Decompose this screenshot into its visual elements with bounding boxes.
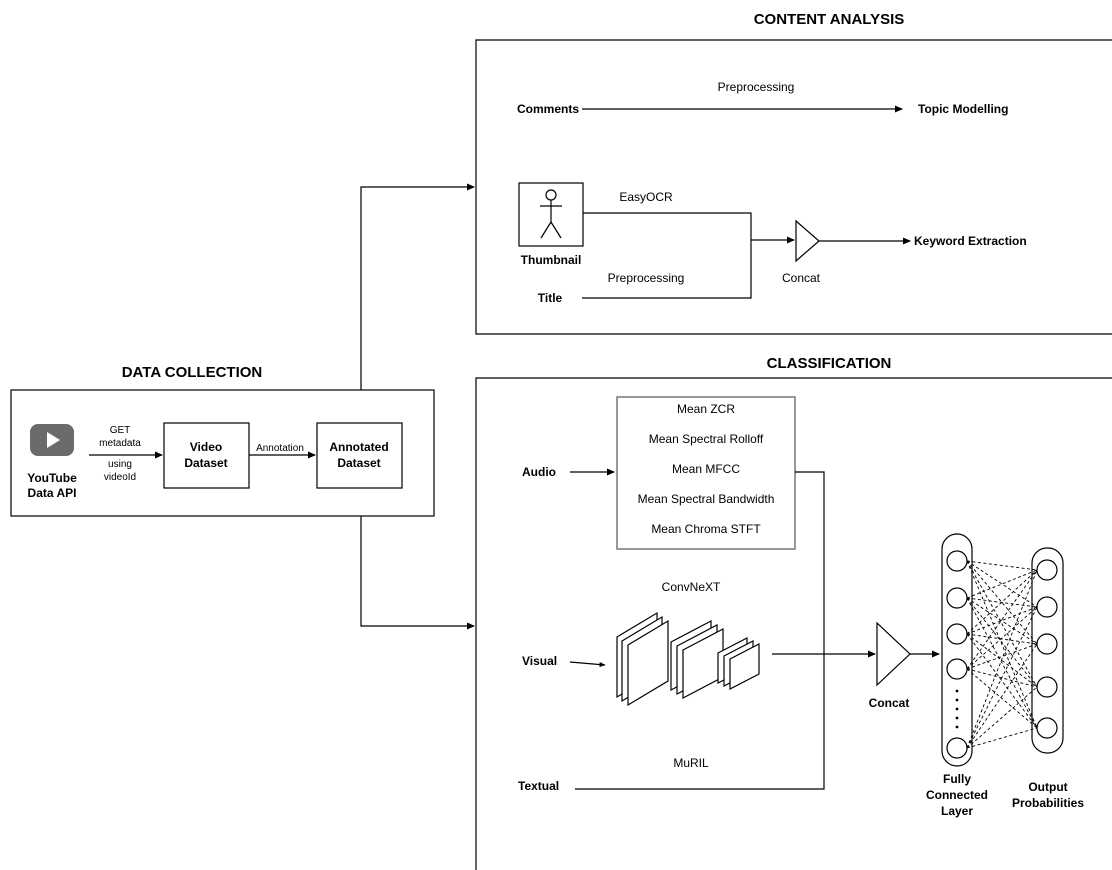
network-connection	[966, 606, 1038, 635]
annotated-dataset-line1: Annotated	[329, 440, 388, 454]
audio-label: Audio	[522, 465, 556, 479]
output-neuron	[1036, 633, 1058, 655]
person-icon	[540, 189, 562, 239]
audio-feature-item: Mean Spectral Bandwidth	[638, 492, 775, 506]
thumbnail-ocr-line	[583, 212, 752, 240]
data-collection-heading: DATA COLLECTION	[122, 364, 263, 381]
keyword-extraction-label: Keyword Extraction	[914, 234, 1027, 248]
network-connection	[966, 560, 1038, 571]
textual-label: Textual	[518, 779, 559, 793]
fc-neuron	[946, 550, 968, 572]
network-nodes	[946, 550, 1058, 759]
to-classification-arrow	[360, 516, 475, 630]
network-connection	[966, 569, 1038, 599]
textual-output-line	[575, 654, 825, 790]
topic-modelling-label: Topic Modelling	[918, 102, 1008, 116]
fc-neuron	[946, 658, 968, 680]
fc-ellipsis-dots	[955, 689, 959, 729]
audio-feature-item: Mean Chroma STFT	[651, 522, 761, 536]
network-connection	[966, 560, 1038, 688]
convnext-feature-maps	[616, 611, 760, 707]
visual-arrow	[569, 661, 606, 668]
classification-panel	[475, 377, 1112, 870]
youtube-source-line2: Data API	[28, 486, 77, 500]
concat-top-triangle	[795, 219, 820, 263]
convnext-label: ConvNeXT	[662, 580, 721, 594]
audio-feature-item: Mean MFCC	[672, 462, 740, 476]
network-connection	[966, 560, 1038, 645]
audio-output-line	[795, 471, 825, 654]
network-connection	[966, 569, 1038, 670]
network-connection	[966, 597, 1038, 645]
visual-label: Visual	[522, 654, 557, 668]
network-connection	[966, 606, 1038, 670]
annotated-dataset-line2: Dataset	[337, 456, 380, 470]
youtube-play-icon	[30, 424, 74, 456]
concat-classification-triangle	[876, 621, 911, 687]
network-connection	[966, 560, 1038, 608]
audio-features-box	[616, 396, 796, 550]
fc-neuron	[946, 623, 968, 645]
classification-heading: CLASSIFICATION	[767, 355, 892, 372]
network-connection	[966, 633, 1038, 688]
output-label-line1: Output	[1028, 780, 1067, 794]
output-neuron	[1036, 559, 1058, 581]
video-dataset-line2: Dataset	[184, 456, 227, 470]
fc-label-line1: Fully	[943, 772, 971, 786]
concat-classification-label: Concat	[869, 696, 910, 710]
concat-top-label: Concat	[782, 271, 821, 285]
network-connection	[966, 560, 1038, 729]
audio-feature-item: Mean ZCR	[677, 402, 735, 416]
network-connection	[966, 643, 1038, 670]
get-label-line2: metadata	[99, 438, 141, 449]
title-line	[582, 240, 752, 299]
easyocr-label: EasyOCR	[619, 190, 673, 204]
content-analysis-heading: CONTENT ANALYSIS	[754, 11, 905, 28]
get-label-line4: videoId	[104, 472, 136, 483]
output-neuron	[1036, 676, 1058, 698]
video-dataset-line1: Video	[190, 440, 222, 454]
network-connection	[966, 597, 1038, 608]
output-neuron	[1036, 717, 1058, 739]
fc-label-line3: Layer	[941, 804, 973, 818]
network-connection	[966, 668, 1038, 729]
network-connection	[966, 727, 1038, 749]
to-content-analysis-arrow	[360, 183, 475, 390]
network-connection	[966, 569, 1038, 749]
annotated-dataset-box	[316, 422, 403, 489]
output-neuron	[1036, 596, 1058, 618]
youtube-source-line1: YouTube	[27, 471, 77, 485]
title-label: Title	[538, 291, 563, 305]
fc-label-line2: Connected	[926, 788, 988, 802]
network-connection	[966, 686, 1038, 749]
audio-feature-item: Mean Spectral Rolloff	[649, 432, 764, 446]
preprocessing-comments-label: Preprocessing	[718, 80, 795, 94]
network-connection	[966, 668, 1038, 688]
network-connection	[966, 633, 1038, 645]
content-analysis-panel	[475, 39, 1112, 335]
network-connection	[966, 643, 1038, 749]
fc-neuron	[946, 737, 968, 759]
video-dataset-box	[163, 422, 250, 489]
network-connection	[966, 569, 1038, 635]
thumbnail-label: Thumbnail	[521, 253, 582, 267]
network-connection	[966, 597, 1038, 688]
preprocessing-title-label: Preprocessing	[608, 271, 685, 285]
annotation-label: Annotation	[256, 443, 304, 454]
comments-label: Comments	[517, 102, 579, 116]
fc-neuron	[946, 587, 968, 609]
network-connection	[966, 606, 1038, 749]
network-connection	[966, 597, 1038, 729]
network-connections	[966, 560, 1038, 749]
output-label-line2: Probabilities	[1012, 796, 1084, 810]
get-label-line3: using	[108, 459, 132, 470]
muril-label: MuRIL	[673, 756, 709, 770]
get-label-line1: GET	[110, 425, 131, 436]
